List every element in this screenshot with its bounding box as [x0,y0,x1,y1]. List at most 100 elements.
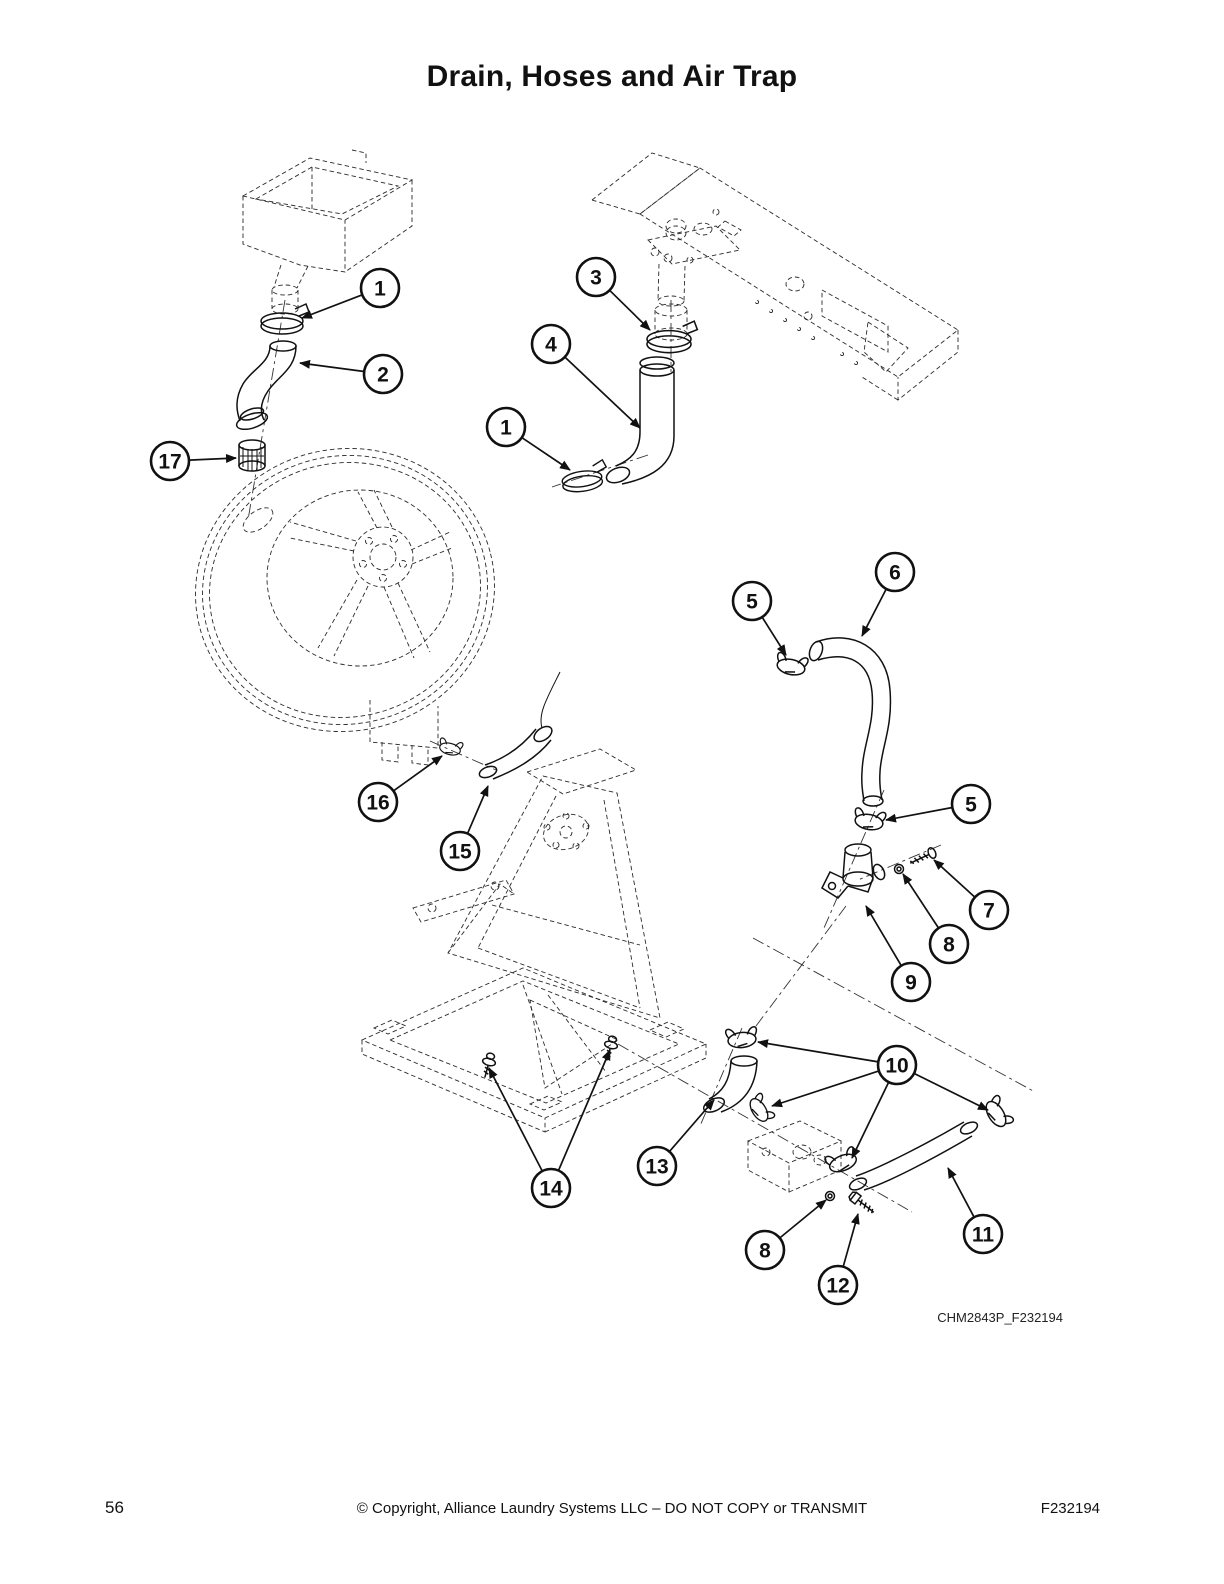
callout-5: 5 [950,783,992,825]
svg-text:10: 10 [885,1055,908,1078]
svg-text:4: 4 [545,334,557,357]
callout-8: 8 [744,1229,786,1271]
svg-text:1: 1 [374,278,386,301]
callout-leader-17 [188,453,237,463]
clamp-10-a [724,1025,759,1050]
callout-leader-7 [933,859,976,898]
bolt-12 [848,1191,875,1214]
page-number: 56 [105,1498,124,1517]
svg-text:17: 17 [158,451,181,474]
drum-drawing [195,448,495,766]
page-title: Drain, Hoses and Air Trap [426,60,798,93]
svg-text:9: 9 [905,972,917,995]
dispenser-drawing [241,149,414,315]
callout-leader-10 [757,1039,879,1063]
svg-text:8: 8 [943,934,955,957]
callout-8: 8 [928,923,970,965]
hose-2 [235,340,297,431]
hose-15 [478,725,553,780]
page-footer: 56 © Copyright, Alliance Laundry Systems… [0,1498,1224,1528]
callout-leader-16 [392,755,443,792]
callout-13: 13 [636,1145,678,1187]
washer-8-bottom [824,1190,836,1202]
air-trap-9 [821,843,886,899]
callout-1: 1 [359,267,401,309]
svg-text:11: 11 [972,1224,995,1247]
callout-11: 11 [962,1213,1004,1255]
callout-6: 6 [874,551,916,593]
callout-leader-9 [865,905,903,967]
callout-leader-12 [842,1213,860,1267]
copyright-text: © Copyright, Alliance Laundry Systems LL… [356,1500,868,1517]
callout-7: 7 [968,889,1010,931]
callout-leader-5 [885,806,953,823]
svg-text:1: 1 [500,417,512,440]
svg-text:3: 3 [590,267,602,290]
svg-text:8: 8 [759,1240,771,1263]
svg-text:16: 16 [366,792,389,815]
hose-11 [848,1121,979,1191]
doc-code: F232194 [1040,1500,1100,1517]
callout-9: 9 [890,961,932,1003]
svg-text:5: 5 [965,794,977,817]
callout-leader-11 [947,1167,975,1218]
callout-4: 4 [530,323,572,365]
callout-leader-8 [902,873,940,929]
svg-text:7: 7 [983,900,995,923]
callout-2: 2 [362,353,404,395]
callout-leader-14 [557,1049,611,1171]
svg-text:6: 6 [889,562,901,585]
plug-17 [238,439,266,472]
elbow-13 [702,1055,758,1113]
screw-7 [909,847,937,865]
callout-leader-10 [771,1070,880,1108]
callout-leader-15 [466,785,489,834]
clamp-5-top [773,651,810,679]
frame-drawing [360,748,708,1133]
callout-1: 1 [485,406,527,448]
washer-8-top [893,863,905,875]
svg-text:13: 13 [645,1156,668,1179]
callout-leader-2 [299,359,365,373]
callout-leader-14 [488,1067,544,1172]
callout-leader-10 [913,1072,989,1111]
screw-14-a [481,1052,497,1078]
callout-leader-1 [301,294,363,319]
callout-3: 3 [575,256,617,298]
svg-text:12: 12 [826,1275,849,1298]
svg-text:2: 2 [377,364,389,387]
clamp-5-bottom [851,806,888,833]
callout-leader-10 [851,1081,890,1159]
clamp-3 [646,320,699,354]
callout-17: 17 [149,440,191,482]
callout-leader-8 [779,1199,827,1239]
clamp-1-bottom [559,458,610,495]
screw-14-b [603,1035,619,1061]
callout-leader-3 [609,289,651,331]
callout-leader-4 [564,356,641,429]
callout-leader-13 [668,1099,715,1153]
callout-leader-6 [861,588,888,637]
svg-text:14: 14 [539,1178,563,1201]
callout-12: 12 [817,1264,859,1306]
callout-15: 15 [439,830,481,872]
svg-text:15: 15 [448,841,472,864]
callout-16: 16 [357,781,399,823]
hose-6 [808,637,892,807]
clamp-10-d [980,1093,1016,1132]
clamp-10-b [745,1091,777,1127]
clamp-1-top [260,303,310,335]
figure-code: CHM2843P_F232194 [937,1310,1063,1325]
callout-10: 10 [876,1044,918,1086]
svg-text:5: 5 [746,591,758,614]
callout-leader-1 [521,436,571,471]
callout-leader-5 [761,616,787,656]
valve-assembly-drawing [647,218,741,341]
callout-14: 14 [530,1167,572,1209]
elbow-hose-4 [605,356,675,485]
bracket-panel-drawing [591,152,959,401]
siphon-wire [540,671,561,729]
